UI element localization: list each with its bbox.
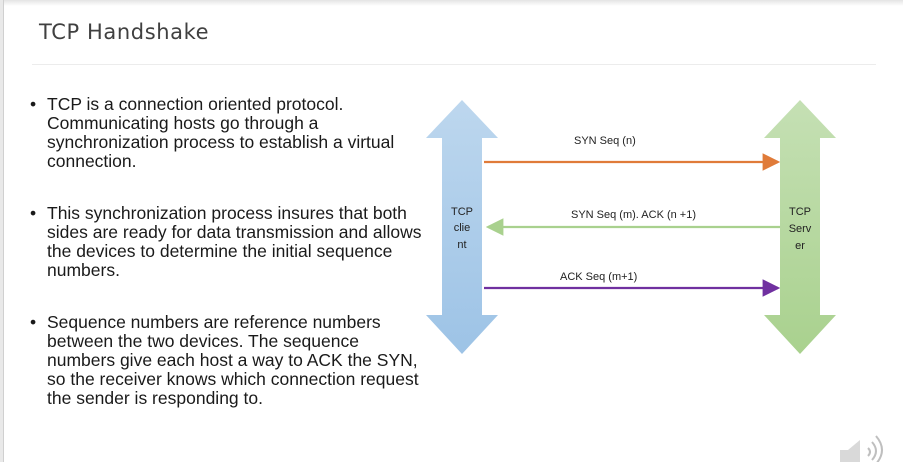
message-label: SYN Seq (m). ACK (n +1) (571, 209, 696, 221)
client-arrow (426, 100, 498, 354)
server-label-line: TCP (789, 206, 811, 218)
bullet-item: Sequence numbers are reference numbers b… (28, 313, 427, 408)
client-label-line: clie (454, 222, 471, 234)
client-label-line: nt (457, 239, 466, 251)
bullet-item: This synchronization process insures tha… (28, 204, 437, 280)
title-divider (32, 64, 876, 65)
server-arrow (764, 100, 836, 354)
message-label: SYN Seq (n) (574, 135, 636, 147)
message-label: ACK Seq (m+1) (560, 271, 637, 283)
server-label-line: er (795, 240, 805, 252)
top-shadow (4, 0, 903, 6)
slide-title: TCP Handshake (39, 20, 210, 44)
bullet-list: TCP is a connection oriented protocol. C… (28, 95, 428, 441)
server-label-line: Serv (789, 223, 812, 235)
slide: TCP Handshake TCP is a connection orient… (3, 0, 903, 462)
client-label-line: TCP (451, 206, 473, 218)
bullet-item: TCP is a connection oriented protocol. C… (28, 95, 407, 171)
speaker-icon[interactable] (830, 428, 890, 462)
handshake-diagram: TCP clie nt TCP Serv er SYN Seq (n) SYN … (426, 100, 836, 354)
